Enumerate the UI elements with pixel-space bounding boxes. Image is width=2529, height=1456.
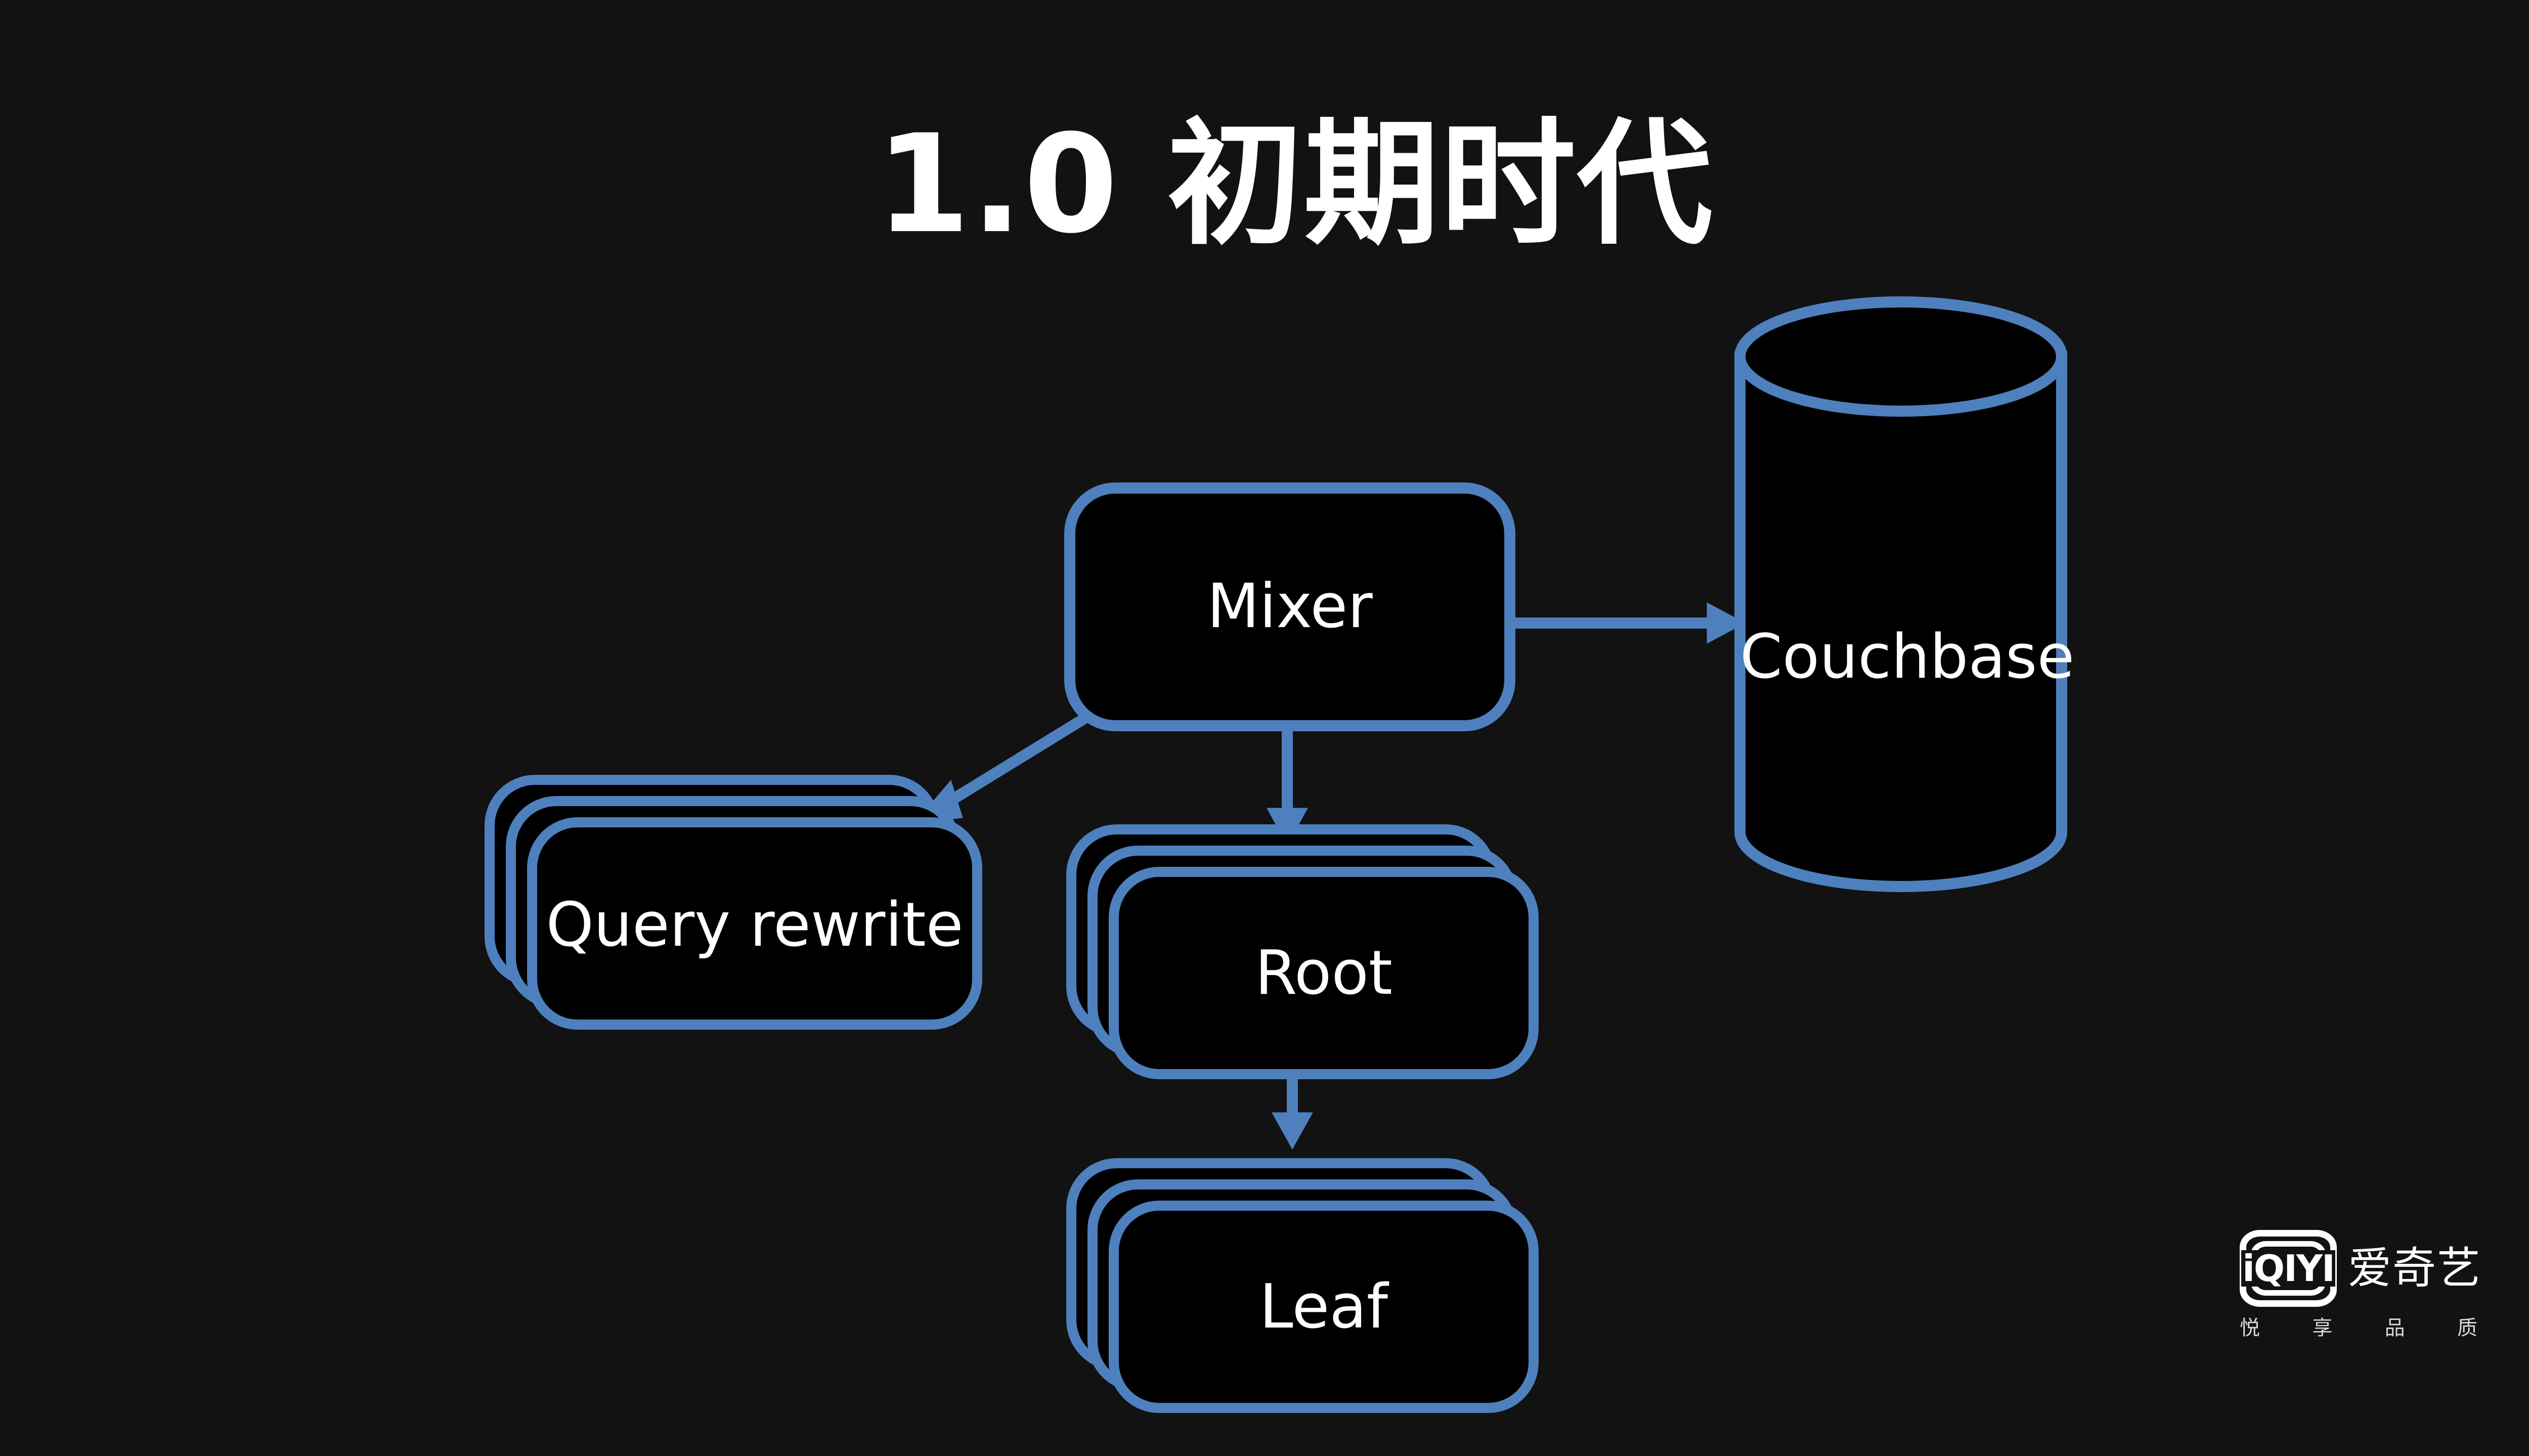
tagline-char-3: 品 [2384, 1316, 2405, 1340]
node-mixer[interactable] [1064, 482, 1515, 731]
logo-row: iQIYI 爱奇艺 [2240, 1228, 2493, 1309]
tagline-char-4: 质 [2457, 1316, 2477, 1340]
iqiyi-brand-name-cn: 爱奇艺 [2348, 1243, 2481, 1294]
node-couchbase[interactable] [1734, 296, 2067, 892]
edge-mixer-to-couchbase [1510, 602, 1746, 644]
iqiyi-tagline: 悦 享 品 质 [2240, 1318, 2477, 1338]
node-query-rewrite[interactable] [485, 775, 982, 1030]
tagline-char-2: 享 [2312, 1316, 2333, 1340]
page-title: 1.0 初期时代 [876, 106, 1714, 263]
iqiyi-mark-icon: iQIYI [2240, 1230, 2337, 1307]
iqiyi-mark-text: iQIYI [2241, 1247, 2335, 1290]
iqiyi-logo: iQIYI 爱奇艺 悦 享 品 质 [2240, 1228, 2493, 1354]
tagline-char-1: 悦 [2240, 1316, 2260, 1340]
node-root[interactable] [1066, 824, 1539, 1079]
node-leaf[interactable] [1066, 1158, 1539, 1413]
